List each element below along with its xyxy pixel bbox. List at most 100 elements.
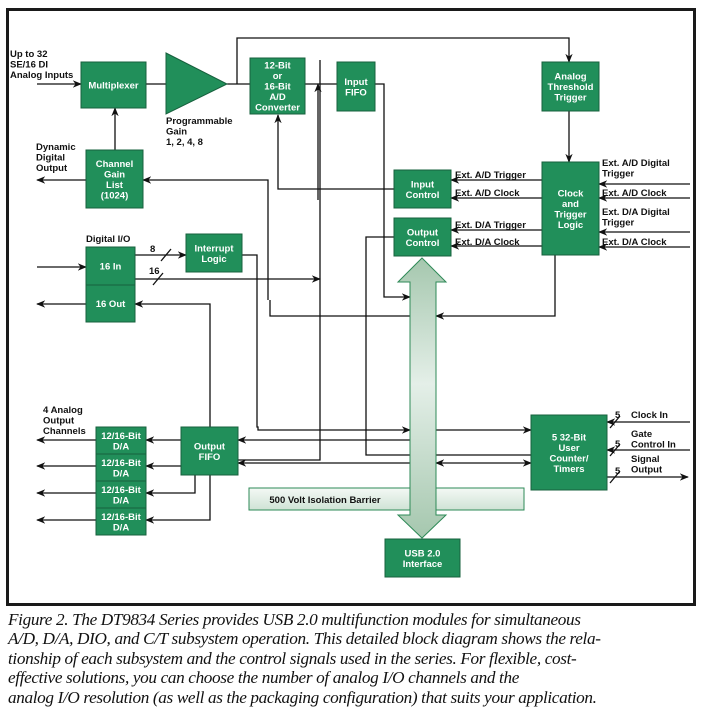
programmable-gain-label-text: Programmable xyxy=(166,116,233,127)
clock-trigger-logic-block-label: and xyxy=(562,199,579,210)
da-converter-block-4-box xyxy=(95,507,147,536)
clock-trigger-logic-block-label: Logic xyxy=(558,220,583,231)
bus-width-slash xyxy=(152,272,164,286)
digital-in-block-box xyxy=(85,246,136,286)
data-bus-arrow xyxy=(396,257,448,539)
da-converter-block-3-label: 12/16-Bit xyxy=(101,485,141,496)
caption-line: effective solutions, you can choose the … xyxy=(8,668,519,688)
multiplexer-block-label: Multiplexer xyxy=(88,81,138,92)
usb-interface-block-label: Interface xyxy=(403,559,443,570)
bus-width-slash xyxy=(609,443,621,457)
usb-interface-block-box xyxy=(384,538,461,578)
ext-da-clock-input-label: Ext. D/A Clock xyxy=(602,237,667,248)
ext-da-trigger-label-text: Ext. D/A Trigger xyxy=(455,220,526,231)
signal-wire xyxy=(134,300,211,427)
ext-ad-digital-trigger-input-label-text: Trigger xyxy=(602,169,635,180)
signal-wire xyxy=(145,475,211,524)
channel-gain-list-block-label: List xyxy=(106,180,124,191)
ext-da-digital-trigger-input-label-text: Ext. D/A Digital xyxy=(602,207,670,218)
analog-threshold-trigger-block-box xyxy=(541,61,600,112)
bus-8-label: 8 xyxy=(150,244,155,255)
caption-line: Figure 2. The DT9834 Series provides USB… xyxy=(8,610,581,629)
digital-in-block: 16 In xyxy=(85,246,136,286)
dynamic-digital-output-label-text: Digital xyxy=(36,153,65,164)
gate-bus-label: 5 xyxy=(615,439,621,450)
ext-ad-clock-input-label-text: Ext. A/D Clock xyxy=(602,188,667,199)
digital-out-block: 16 Out xyxy=(85,284,136,323)
da-converter-block-2-label: 12/16-Bit xyxy=(101,458,141,469)
programmable-gain-label-text: 1, 2, 4, 8 xyxy=(166,137,203,148)
ext-ad-clock-label-text: Ext. A/D Clock xyxy=(455,188,520,199)
counter-timers-block-label: Counter/ xyxy=(549,453,588,464)
isolation-barrier-label: 500 Volt Isolation Barrier xyxy=(269,495,381,506)
programmable-gain-label-text: Gain xyxy=(166,127,187,138)
bus-16-label-text: 16 xyxy=(149,266,160,277)
input-control-block-box xyxy=(393,169,452,209)
input-fifo-block-box xyxy=(336,61,376,112)
counter-timers-block-box xyxy=(530,414,608,491)
ext-ad-clock-input-label: Ext. A/D Clock xyxy=(602,188,667,199)
da-converter-block-4-label: 12/16-Bit xyxy=(101,512,141,523)
bus-layer: 500 Volt Isolation Barrier xyxy=(248,257,525,539)
figure-caption: Figure 2. The DT9834 Series provides USB… xyxy=(8,610,704,707)
programmable-gain-amplifier xyxy=(165,52,229,115)
blocks-layer: Multiplexer12-Bitor16-BitA/DConverterInp… xyxy=(80,52,608,578)
input-control-block-label: Input xyxy=(411,179,435,190)
digital-io-label: Digital I/O xyxy=(86,234,130,245)
signal-wire xyxy=(145,475,196,497)
interrupt-logic-block-box xyxy=(185,233,243,273)
digital-out-block-box xyxy=(85,284,136,323)
analog-threshold-trigger-block-label: Threshold xyxy=(548,82,594,93)
ad-converter-block-label: Converter xyxy=(255,103,300,114)
signal-wire xyxy=(375,83,411,301)
ad-converter-block-box xyxy=(249,57,306,115)
ext-da-clock-input-label-text: Ext. D/A Clock xyxy=(602,237,667,248)
channel-gain-list-block-label: (1024) xyxy=(101,190,128,201)
ext-ad-trigger-label: Ext. A/D Trigger xyxy=(455,170,526,181)
digital-io-label-text: Digital I/O xyxy=(86,234,130,245)
signal-wire xyxy=(365,236,531,456)
da-converter-block-4-label: D/A xyxy=(113,522,130,533)
input-fifo-block-label: FIFO xyxy=(345,87,367,98)
ad-converter-block-label: 16-Bit xyxy=(264,82,291,93)
counter-timers-block-label: 5 32-Bit xyxy=(552,432,587,443)
clock-in-bus-label-text: 5 xyxy=(615,410,621,421)
clock-in-label: Clock In xyxy=(631,410,668,421)
output-fifo-block-label: FIFO xyxy=(199,452,221,463)
ext-da-clock-label-text: Ext. D/A Clock xyxy=(455,237,520,248)
channel-gain-list-block-label: Gain xyxy=(104,169,125,180)
analog-threshold-trigger-block-label: Trigger xyxy=(554,93,587,104)
multiplexer-block-box xyxy=(80,61,147,109)
clock-in-bus-label: 5 xyxy=(615,410,621,421)
signal-wire xyxy=(269,300,410,317)
da-converter-block-1-label: D/A xyxy=(113,441,130,452)
input-fifo-block-label: Input xyxy=(344,77,368,88)
gate-control-label-text: Gate xyxy=(631,429,652,440)
dynamic-digital-output-label-text: Output xyxy=(36,163,68,174)
clock-trigger-logic-block-box xyxy=(541,161,600,256)
da-converter-block-3-label: D/A xyxy=(113,495,130,506)
analog-output-channels-label-text: Channels xyxy=(43,426,86,437)
channel-gain-list-block-label: Channel xyxy=(96,159,133,170)
gate-bus-label-text: 5 xyxy=(615,439,621,450)
counter-timers-block-label: User xyxy=(558,443,579,454)
bus-width-slash xyxy=(609,415,621,429)
clock-trigger-logic-block-label: Clock xyxy=(558,188,585,199)
caption-line: tionship of each subsystem and the contr… xyxy=(8,648,577,668)
